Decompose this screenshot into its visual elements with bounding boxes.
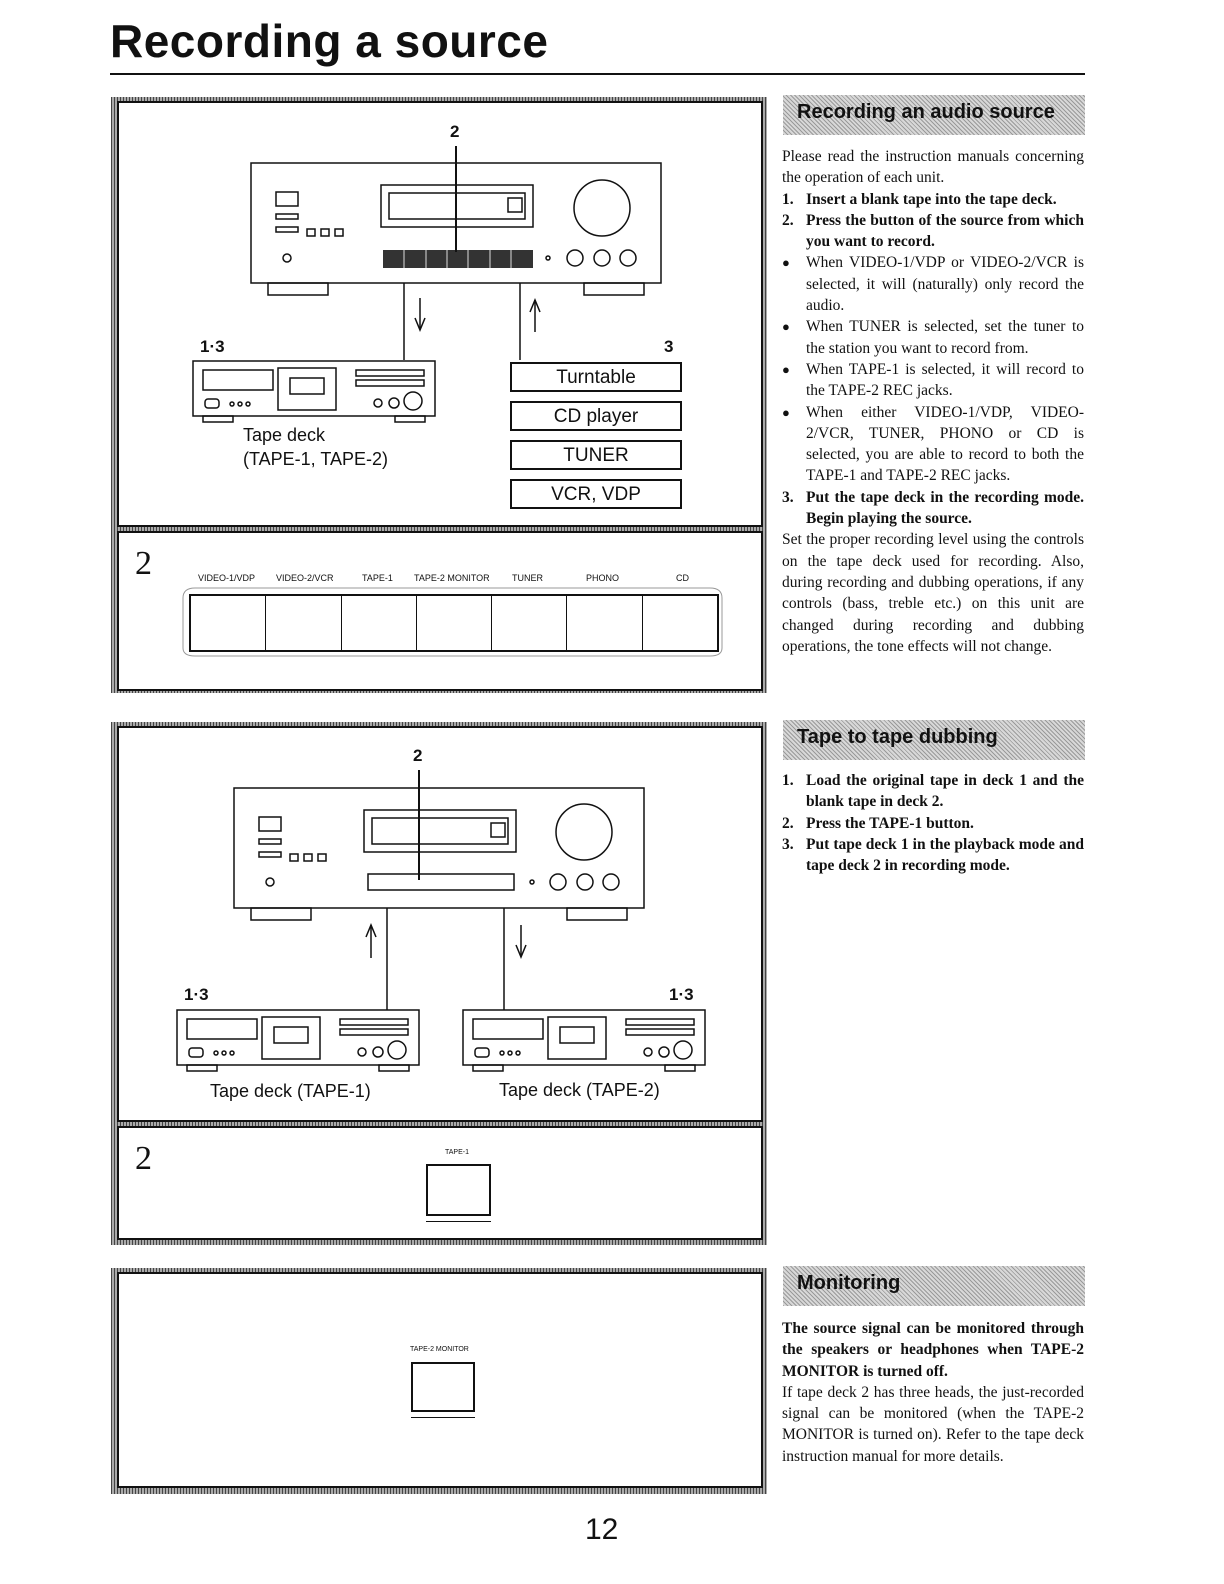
btn-label-phono: PHONO [586, 573, 620, 583]
section1-step2: Press the button of the source from whic… [806, 211, 1084, 251]
section2-heading-bar: Tape to tape dubbing [783, 720, 1085, 760]
figure1-diagram [182, 146, 723, 657]
step-number: 1. [782, 772, 794, 789]
figure2-frame [117, 726, 763, 1122]
section1-heading: Recording an audio source [797, 101, 1055, 123]
section3-bold-text: The source signal can be monitored throu… [782, 1320, 1084, 1380]
bullet-icon: ● [782, 361, 790, 377]
tape-deck-1-label: Tape deck (TAPE-1) [210, 1081, 371, 1101]
source-button-row [189, 594, 719, 652]
section1-step1: Insert a blank tape into the tape deck. [806, 190, 1057, 208]
tape1-button[interactable] [426, 1164, 491, 1222]
section3-heading-bar: Monitoring [783, 1266, 1085, 1306]
btn-label-cd: CD [676, 573, 689, 583]
source-cd-player: CD player [510, 401, 682, 431]
fig1-callout-right: 3 [664, 337, 674, 356]
tape1-button-label: TAPE-1 [445, 1149, 469, 1156]
section1-bullet: When VIDEO-1/VDP or VIDEO-2/VCR is selec… [806, 254, 1084, 315]
section3-heading: Monitoring [797, 1272, 901, 1294]
fig1-callout-left: 1·3 [200, 337, 225, 356]
source-turntable: Turntable [510, 362, 682, 392]
button-tape2-monitor[interactable] [417, 596, 493, 650]
fig2-callout-top: 2 [413, 746, 423, 765]
tape-deck-sublabel: (TAPE-1, TAPE-2) [243, 449, 389, 469]
section1-bullet: When TUNER is selected, set the tuner to… [806, 318, 1084, 357]
fig2-callout-right: 1·3 [669, 985, 694, 1004]
button-phono[interactable] [567, 596, 643, 650]
source-vcr-vdp: VCR, VDP [510, 479, 682, 509]
section2-heading: Tape to tape dubbing [797, 726, 998, 748]
section1-intro: Please read the instruction manuals conc… [782, 148, 1084, 187]
figure2-diagram [176, 770, 706, 1072]
fig2-callout-left: 1·3 [184, 985, 209, 1004]
step-number: 2. [782, 211, 794, 229]
button-video2[interactable] [266, 596, 342, 650]
bullet-icon: ● [782, 319, 790, 335]
btn-label-tape2-monitor: TAPE-2 MONITOR [414, 573, 490, 583]
section2-step1: Load the original tape in deck 1 and the… [806, 772, 1084, 811]
source-tuner: TUNER [510, 440, 682, 470]
fig1-panel-step: 2 [135, 545, 152, 582]
btn-label-video2: VIDEO-2/VCR [276, 573, 334, 583]
section1-heading-bar: Recording an audio source [783, 95, 1085, 135]
btn-label-tape1: TAPE-1 [362, 573, 393, 583]
tape2-monitor-button-label: TAPE-2 MONITOR [410, 1346, 469, 1353]
step-number: 3. [782, 835, 794, 853]
section1-outro: Set the proper recording level using the… [782, 531, 1084, 655]
title-rule [110, 73, 1085, 75]
button-tape1[interactable] [342, 596, 417, 650]
step-number: 3. [782, 488, 794, 506]
step-number: 1. [782, 190, 794, 208]
figure3-frame [117, 1272, 763, 1488]
button-video1[interactable] [191, 596, 267, 650]
bullet-icon: ● [782, 255, 790, 271]
section1-step3: Put the tape deck in the recording mode.… [806, 488, 1084, 528]
section3-text: The source signal can be monitored throu… [782, 1318, 1084, 1467]
tape2-monitor-button[interactable] [411, 1362, 475, 1418]
section1-bullet: When either VIDEO-1/VDP, VIDEO-2/VCR, TU… [806, 403, 1084, 485]
section2-text: 1. Load the original tape in deck 1 and t… [782, 770, 1084, 876]
section3-body: If tape deck 2 has three heads, the just… [782, 1383, 1084, 1465]
tape-deck-2-label: Tape deck (TAPE-2) [499, 1080, 660, 1100]
button-tuner[interactable] [492, 596, 568, 650]
fig2-panel-step: 2 [135, 1140, 152, 1177]
section1-text: Please read the instruction manuals conc… [782, 146, 1084, 657]
figure1-button-panel [117, 531, 763, 691]
section2-step2: Press the TAPE-1 button. [806, 814, 974, 832]
section1-bullet: When TAPE-1 is selected, it will record … [806, 360, 1084, 400]
page-title: Recording a source [110, 15, 549, 67]
bullet-icon: ● [782, 404, 790, 420]
step-number: 2. [782, 814, 794, 832]
page-number: 12 [585, 1513, 619, 1546]
btn-label-video1: VIDEO-1/VDP [198, 573, 256, 583]
btn-label-tuner: TUNER [512, 573, 543, 583]
figure1-frame [117, 101, 763, 527]
fig1-callout-top: 2 [450, 122, 460, 141]
tape-deck-label: Tape deck [243, 425, 326, 445]
section2-step3: Put tape deck 1 in the playback mode and… [806, 835, 1084, 875]
